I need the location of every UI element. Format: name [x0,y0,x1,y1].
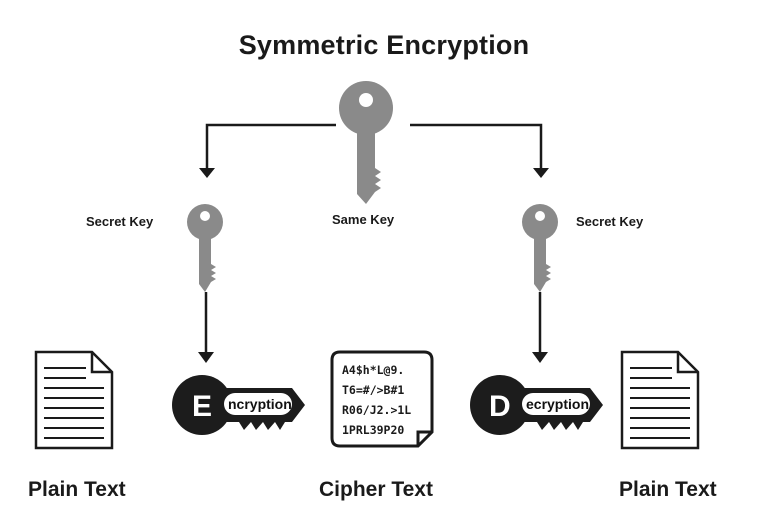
diagram-title: Symmetric Encryption [238,30,530,60]
cipher-line-2: T6=#/>B#1 [342,383,404,397]
arrow-down-icon [198,352,214,363]
cipher-line-1: A4$h*L@9. [342,363,404,377]
plain-text-left-label: Plain Text [28,478,126,501]
plain-text-right-document-icon [620,350,700,450]
cipher-document-icon: A4$h*L@9. T6=#/>B#1 R06/J2.>1L 1PRL39P20 [330,350,434,448]
arrow-to-left-key [205,123,336,170]
decryption-key-icon: D ecryption [470,375,603,435]
secret-key-left-icon [187,204,223,292]
decryption-label: ecryption [526,396,589,412]
encryption-letter: E [192,390,212,423]
same-key-label: Same Key [332,212,395,227]
cipher-line-4: 1PRL39P20 [342,423,404,437]
encryption-label: ncryption [228,396,292,412]
arrow-down-icon [533,168,549,178]
plain-text-left-document-icon [34,350,114,450]
arrow-down-icon [532,352,548,363]
arrow-to-right-key [410,123,543,170]
same-key-icon [339,81,393,204]
plain-text-right-label: Plain Text [619,478,717,501]
secret-key-right-label: Secret Key [576,214,644,229]
secret-key-right-icon [522,204,558,292]
decryption-letter: D [489,390,511,423]
cipher-text-label: Cipher Text [319,478,433,501]
secret-key-left-label: Secret Key [86,214,154,229]
encryption-key-icon: E ncryption [172,375,305,435]
arrow-down-icon [199,168,215,178]
cipher-line-3: R06/J2.>1L [342,403,411,417]
